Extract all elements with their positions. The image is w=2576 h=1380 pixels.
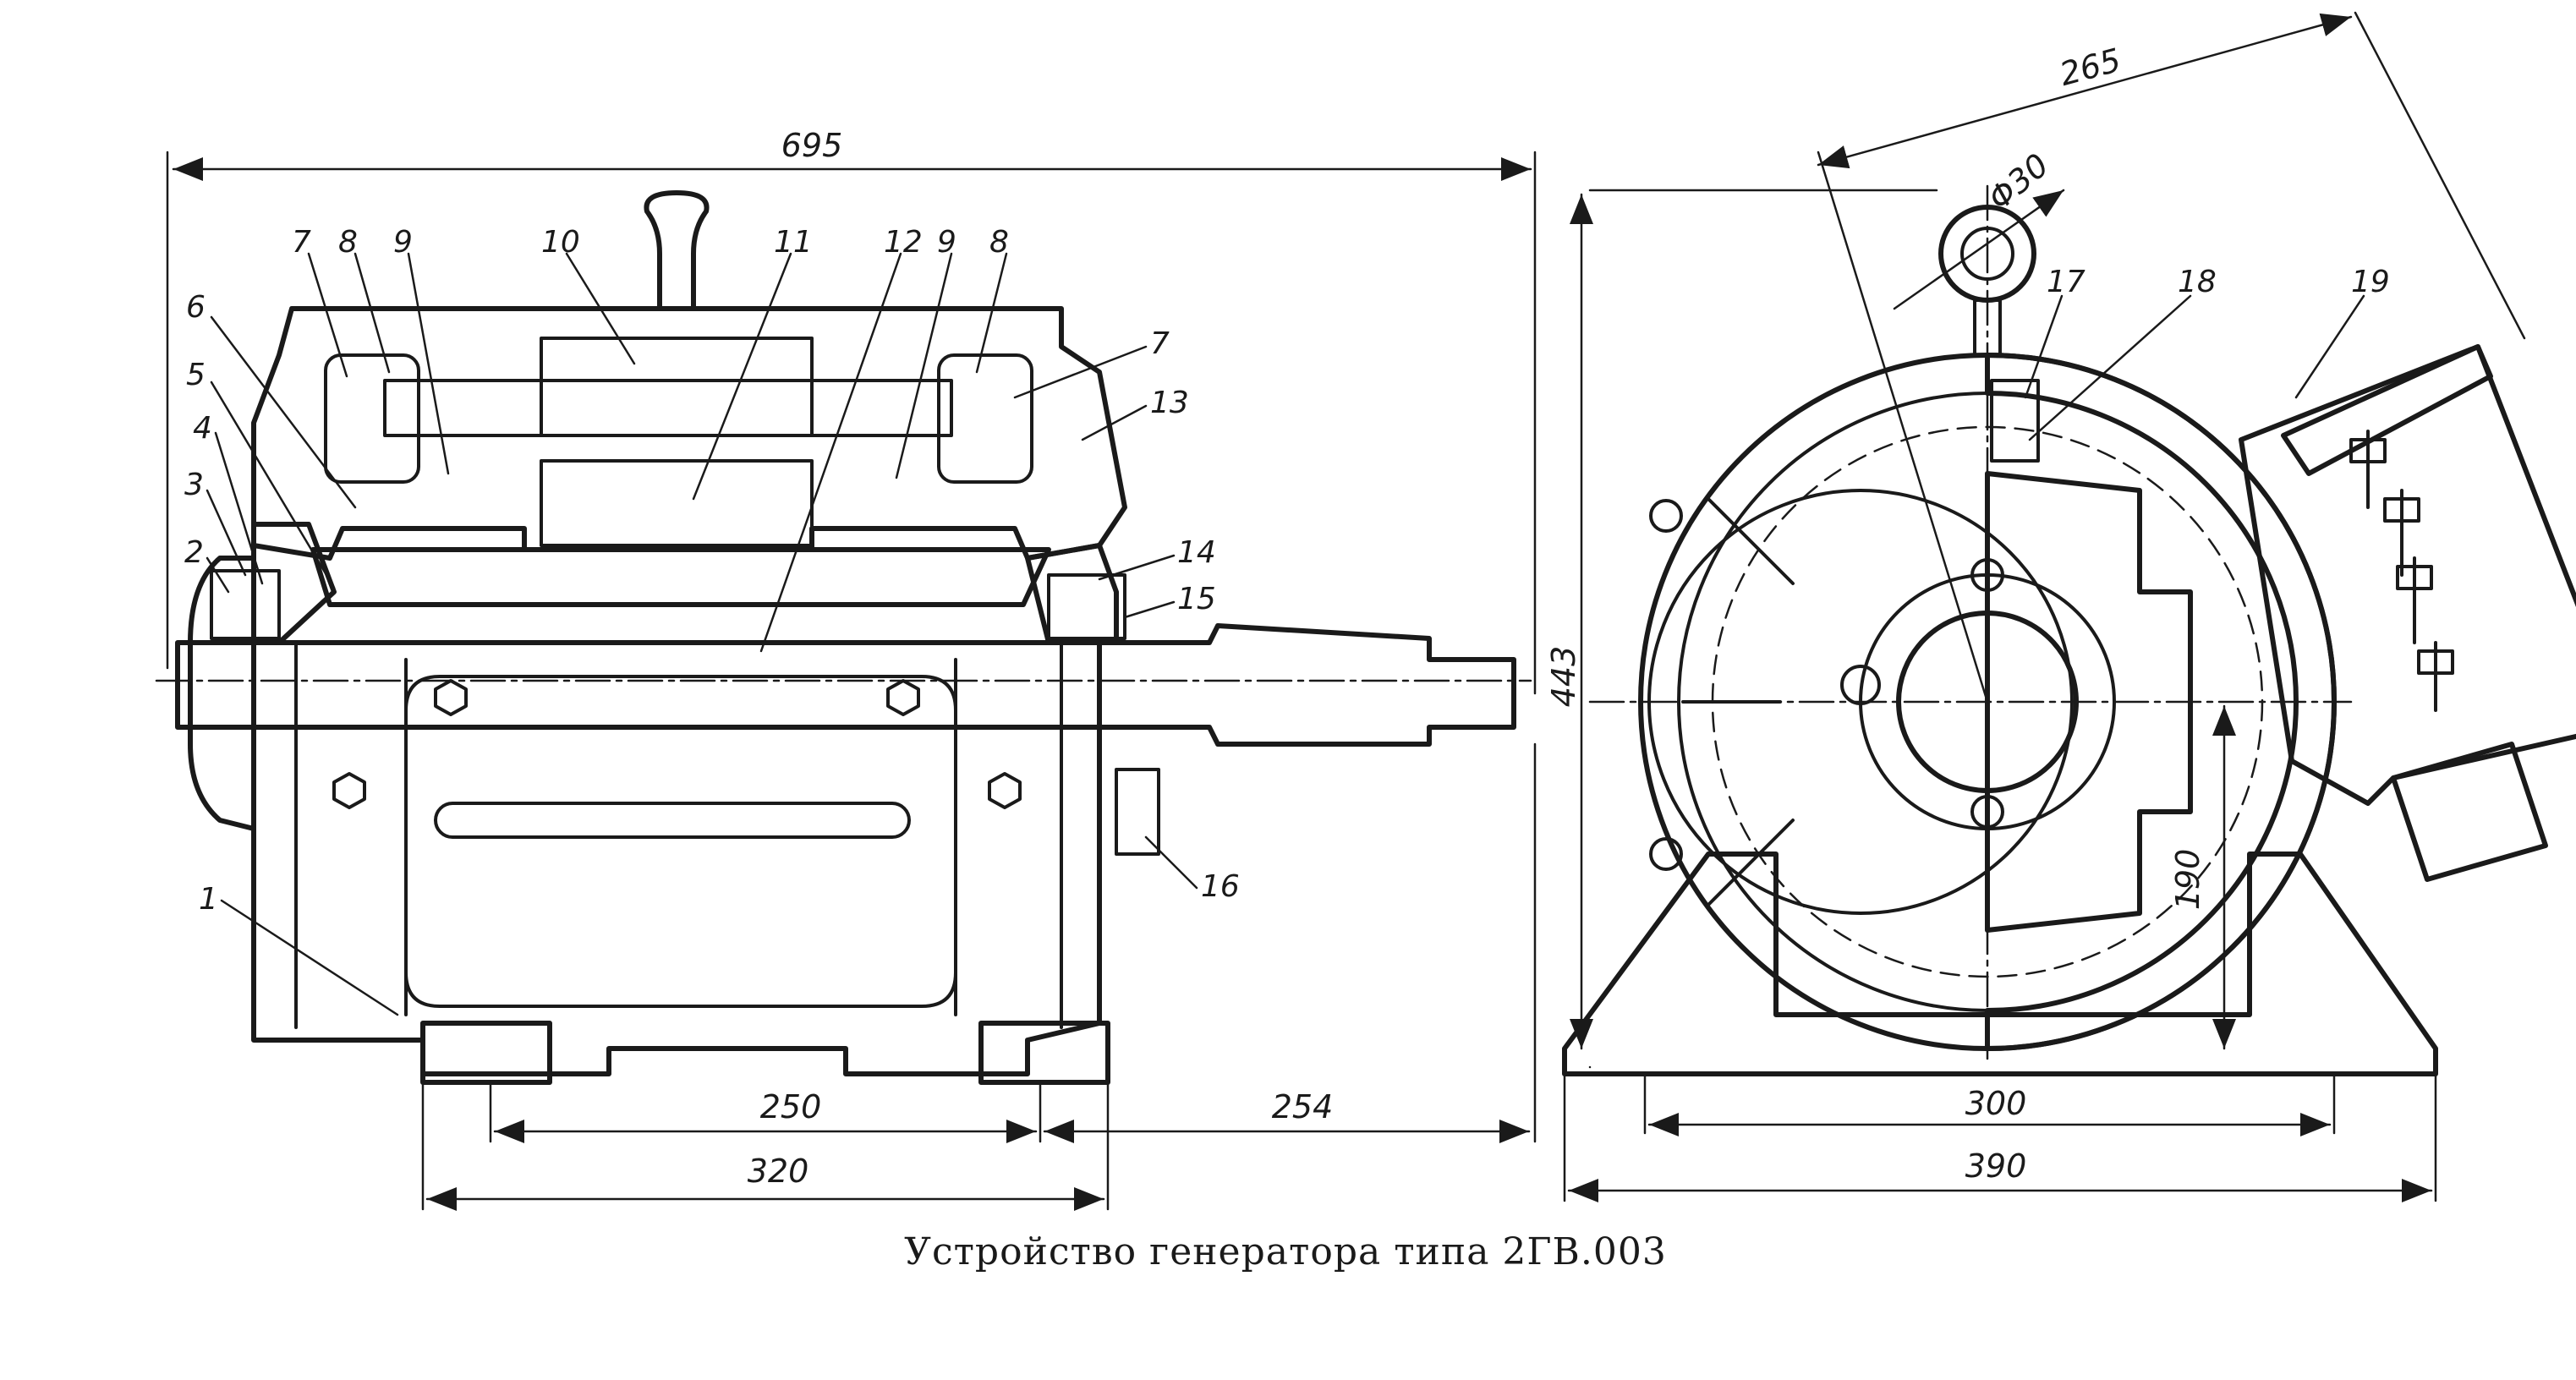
rotor-bar xyxy=(383,379,953,437)
shaft xyxy=(175,623,1516,747)
svg-text:300: 300 xyxy=(1965,1085,2027,1122)
svg-text:13: 13 xyxy=(1150,386,1189,420)
bearing-left xyxy=(210,569,281,640)
svg-text:6: 6 xyxy=(186,290,206,325)
dim-height: 443 xyxy=(1545,189,1938,1069)
svg-text:8: 8 xyxy=(338,225,358,260)
eyebolt xyxy=(644,190,710,311)
svg-text:4: 4 xyxy=(193,411,212,446)
excitation-coil-left xyxy=(324,353,420,484)
callouts-side-view: 1 2 3 4 5 6 7 8 9 10 11 12 9 8 7 13 14 1… xyxy=(184,225,1240,1016)
rotor-winding-upper xyxy=(540,337,814,437)
svg-text:9: 9 xyxy=(393,225,413,260)
dim-eye-diameter: Φ30 xyxy=(1893,146,2065,310)
bearing-right xyxy=(1047,573,1126,640)
svg-text:1: 1 xyxy=(199,882,218,917)
svg-text:19: 19 xyxy=(2351,265,2390,299)
terminal-box xyxy=(2239,344,2576,806)
foot-right xyxy=(978,1021,1110,1085)
dim-base-length: 320 xyxy=(421,1081,1110,1211)
ventilation-slot xyxy=(434,802,911,839)
svg-text:8: 8 xyxy=(989,225,1009,260)
svg-text:18: 18 xyxy=(2178,265,2217,299)
svg-text:7: 7 xyxy=(1150,326,1170,361)
svg-text:10: 10 xyxy=(541,225,580,260)
terminal-gland xyxy=(2391,742,2548,882)
svg-text:12: 12 xyxy=(884,225,923,260)
rotor-pole-section xyxy=(1985,471,2193,933)
dim-shaft-extension: 254 xyxy=(1043,742,1537,1143)
terminal-box-wall xyxy=(2281,344,2493,476)
end-view xyxy=(1562,184,2576,1076)
svg-text:7: 7 xyxy=(292,225,311,260)
mounting-holes xyxy=(1649,499,2004,871)
foot-left xyxy=(420,1021,552,1085)
svg-text:695: 695 xyxy=(781,127,843,164)
dim-base-width: 390 xyxy=(1563,1072,2437,1202)
excitation-coil-right xyxy=(937,353,1033,484)
svg-text:250: 250 xyxy=(760,1088,822,1125)
hex-bolts xyxy=(332,679,1022,809)
cover-part-16 xyxy=(1115,768,1160,856)
svg-text:320: 320 xyxy=(748,1153,809,1190)
excitation-coil-section xyxy=(1990,379,2040,463)
frame-walls xyxy=(294,641,1063,1029)
svg-text:265: 265 xyxy=(2056,41,2124,93)
end-base xyxy=(1562,852,2438,1076)
figure-caption: Устройство генератора типа 2ГВ.003 xyxy=(904,1230,1667,1273)
svg-text:190: 190 xyxy=(2169,849,2206,911)
dim-overall-length: 6 9 5 xyxy=(166,127,1537,695)
rotor-hub xyxy=(310,547,1051,607)
svg-text:15: 15 xyxy=(1177,582,1216,616)
callouts-end-view: 17 18 19 xyxy=(2024,265,2390,441)
svg-text:17: 17 xyxy=(2047,265,2085,299)
svg-text:16: 16 xyxy=(1201,869,1240,904)
left-end-cap xyxy=(188,556,256,831)
svg-text:9: 9 xyxy=(937,225,956,260)
rotor-winding-lower xyxy=(540,459,814,547)
terminal-studs xyxy=(2349,430,2454,712)
stator-frame xyxy=(251,640,1102,1076)
svg-text:390: 390 xyxy=(1965,1147,2027,1185)
svg-text:14: 14 xyxy=(1177,535,1216,570)
dim-shaft-axis-height: 190 xyxy=(2169,704,2236,1050)
svg-text:2: 2 xyxy=(184,535,204,570)
dim-mount-span: 250 xyxy=(489,1081,1042,1143)
svg-text:443: 443 xyxy=(1545,646,1582,708)
svg-text:3: 3 xyxy=(184,468,204,502)
end-shield-right xyxy=(1025,543,1119,645)
side-section-view xyxy=(155,190,1532,1085)
svg-text:254: 254 xyxy=(1272,1088,1334,1125)
svg-text:5: 5 xyxy=(186,358,206,392)
center-housing xyxy=(404,675,957,1008)
dim-mount-width: 300 xyxy=(1643,1072,2336,1136)
dim-terminal-box-width: 265 xyxy=(1817,11,2526,704)
svg-text:11: 11 xyxy=(774,225,813,260)
